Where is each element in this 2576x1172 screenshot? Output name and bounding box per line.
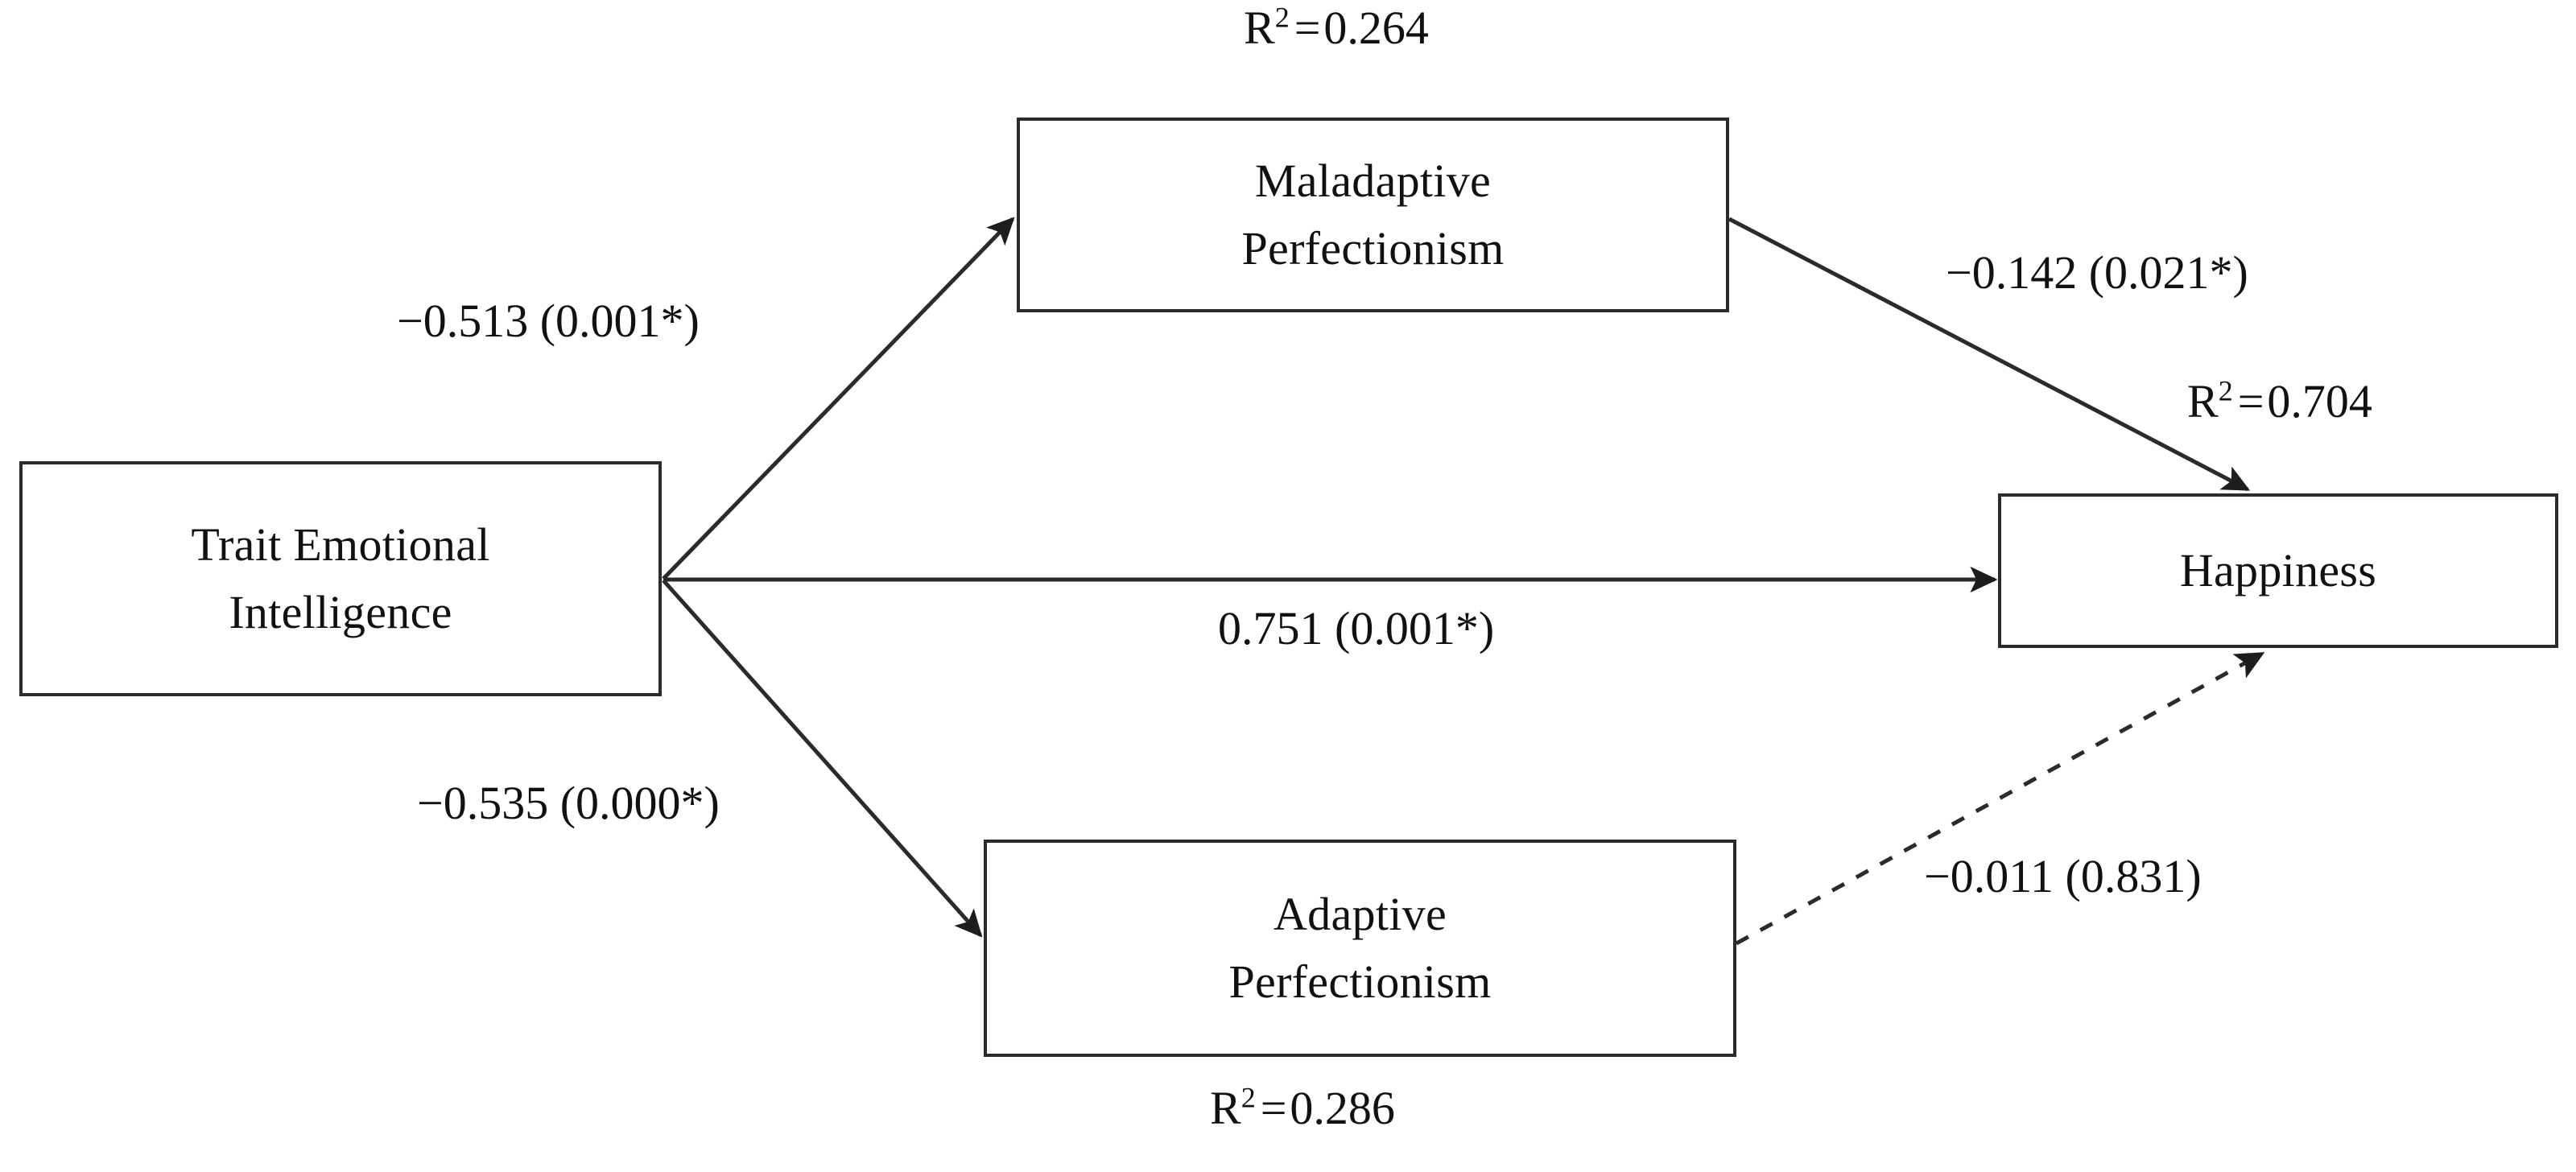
node-label-line-2: Perfectionism: [1228, 955, 1492, 1008]
path-label-maladaptive-to-happiness: −0.142 (0.021*): [1946, 246, 2248, 299]
r-squared-value: 0.704: [2267, 375, 2372, 427]
node-label-line-1: Happiness: [2179, 543, 2377, 596]
path-label-tei-to-maladaptive: −0.513 (0.001*): [397, 295, 700, 347]
equals-sign: =: [1294, 2, 1321, 54]
r-squared-maladaptive-perfectionism: R2=0.264: [1244, 1, 1429, 54]
r-squared-value: 0.286: [1290, 1082, 1395, 1134]
r-squared-happiness: R2=0.704: [2187, 374, 2372, 427]
node-maladaptive-perfectionism[interactable]: Maladaptive Perfectionism: [1017, 118, 1729, 312]
path-label-tei-to-adaptive: −0.535 (0.000*): [417, 777, 720, 829]
node-adaptive-perfectionism[interactable]: Adaptive Perfectionism: [984, 840, 1736, 1057]
node-trait-emotional-intelligence[interactable]: Trait Emotional Intelligence: [19, 461, 662, 696]
r-exponent: 2: [1241, 1081, 1256, 1114]
r-symbol: R: [1244, 2, 1275, 54]
path-label-tei-to-happiness: 0.751 (0.001*): [1218, 602, 1495, 654]
arrow-tei-to-maladaptive: [662, 217, 1015, 580]
r-squared-value: 0.264: [1323, 2, 1429, 54]
arrow-maladaptive-to-happiness: [1728, 217, 2251, 492]
r-exponent: 2: [1274, 1, 1290, 34]
node-label-line-2: Intelligence: [229, 586, 452, 638]
r-exponent: 2: [2218, 374, 2233, 407]
node-label-line-1: Adaptive: [1273, 887, 1447, 940]
r-squared-adaptive-perfectionism: R2=0.286: [1210, 1081, 1395, 1134]
path-label-adaptive-to-happiness: −0.011 (0.831): [1924, 850, 2202, 902]
arrow-tei-to-adaptive: [662, 579, 983, 938]
r-symbol: R: [2187, 375, 2219, 427]
node-label-line-2: Perfectionism: [1241, 222, 1505, 274]
equals-sign: =: [2237, 375, 2264, 427]
node-happiness[interactable]: Happiness: [1998, 493, 2558, 648]
node-label-line-1: Maladaptive: [1254, 154, 1492, 207]
node-label-line-1: Trait Emotional: [191, 518, 490, 571]
arrow-adaptive-to-happiness-dashed: [1735, 651, 2265, 946]
r-symbol: R: [1210, 1082, 1241, 1134]
equals-sign: =: [1260, 1082, 1287, 1134]
